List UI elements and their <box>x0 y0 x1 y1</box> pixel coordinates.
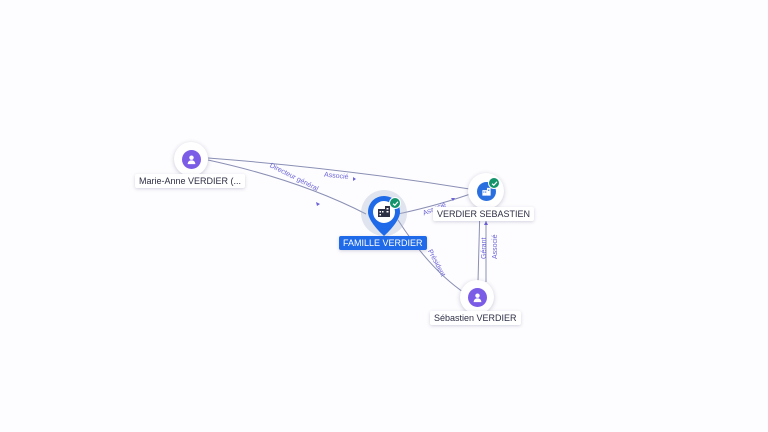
edge-sebastien-famille <box>397 219 467 295</box>
edge-marie-company <box>207 157 477 191</box>
arrow-marie-famille <box>316 202 320 206</box>
edge-label-sebastien-famille: Président <box>426 248 446 277</box>
node-label-verdier-sebastien[interactable]: VERDIER SEBASTIEN <box>433 207 535 221</box>
arrow-sebastien-company <box>484 221 488 225</box>
edge-marie-famille <box>207 159 367 215</box>
node-verdier-sebastien[interactable] <box>468 173 504 209</box>
verified-check-icon <box>389 197 401 209</box>
verified-check-icon <box>488 177 500 189</box>
edge-label-sebastien-company-gerant: Gérant <box>481 238 488 259</box>
arrow-marie-company <box>353 177 356 181</box>
edge-label-marie-company: Associé <box>324 172 349 182</box>
person-icon <box>181 149 201 169</box>
building-icon <box>378 206 390 217</box>
arrow-famille-company <box>451 198 455 201</box>
edge-label-sebastien-company-associe: Associé <box>492 234 499 259</box>
node-sebastien-verdier[interactable] <box>460 280 494 314</box>
node-label-famille-verdier[interactable]: FAMILLE VERDIER <box>339 236 427 250</box>
node-label-sebastien-verdier[interactable]: Sébastien VERDIER <box>430 311 521 325</box>
node-label-marie-anne-verdier[interactable]: Marie-Anne VERDIER (... <box>135 174 246 188</box>
node-marie-anne-verdier[interactable] <box>174 142 208 176</box>
person-icon <box>467 287 487 307</box>
